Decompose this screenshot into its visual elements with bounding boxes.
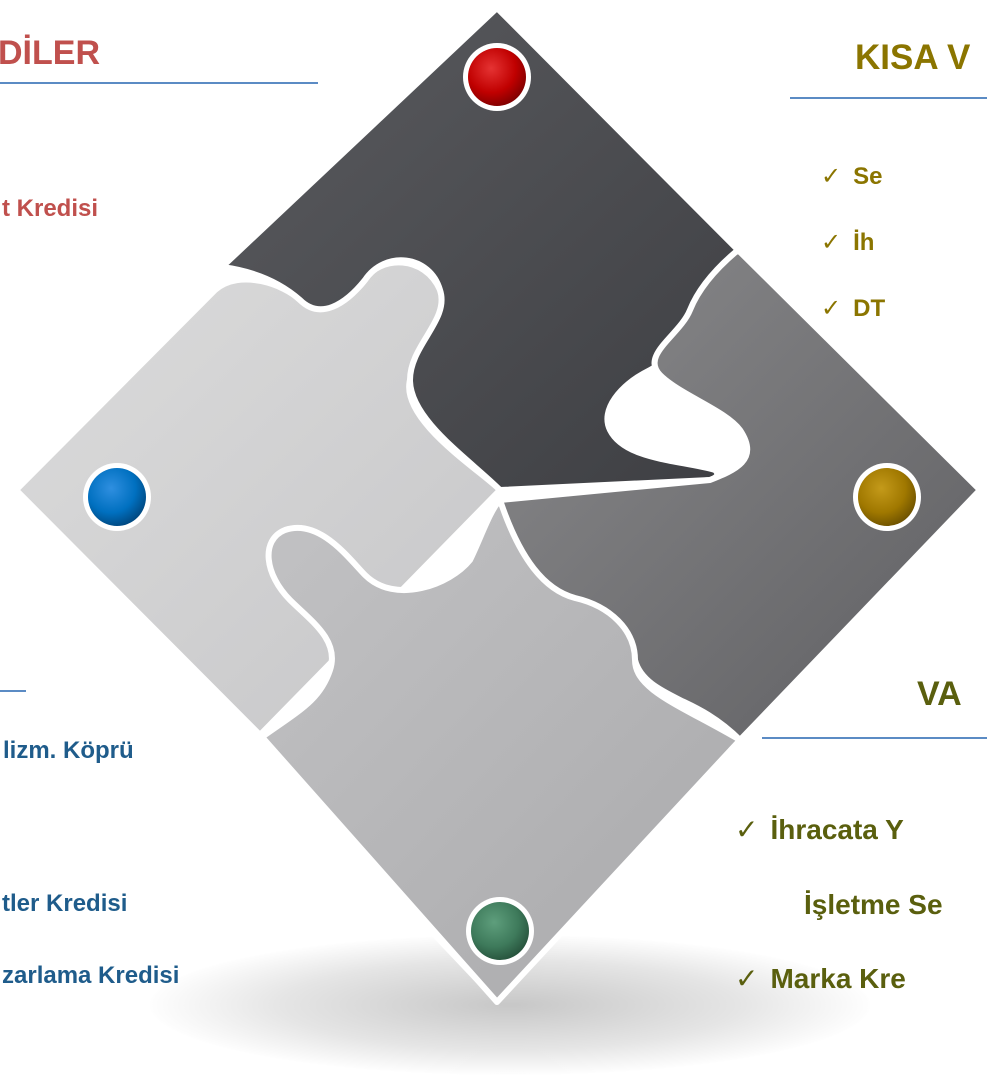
check-icon: ✓ <box>735 963 759 994</box>
bottom-right-item-1: ✓ İhracata Y <box>735 813 904 846</box>
top-right-item-1: ✓ Se <box>821 162 882 191</box>
check-icon: ✓ <box>821 163 842 190</box>
bottom-left-item-2: tler Kredisi <box>2 890 128 917</box>
bottom-left-item-3: zarlama Kredisi <box>2 962 180 989</box>
bottom-left-item-1: lizm. Köprü <box>3 737 134 764</box>
top-right-item-2: ✓ İh <box>821 228 874 257</box>
blue-dot <box>83 463 151 531</box>
gold-dot <box>853 463 921 531</box>
top-right-heading: KISA V <box>855 38 971 77</box>
check-icon: ✓ <box>821 229 842 256</box>
top-right-item-3-label: DT <box>853 295 886 322</box>
green-dot <box>466 897 534 965</box>
bottom-right-rule <box>762 737 987 739</box>
check-icon: ✓ <box>821 295 842 322</box>
top-left-heading: DİLER <box>0 34 100 72</box>
puzzle-graphic <box>16 8 980 1005</box>
top-right-item-1-label: Se <box>853 163 883 190</box>
top-left-rule <box>0 82 318 84</box>
bottom-right-item-2: İşletme Se <box>804 889 943 920</box>
bottom-right-item-1-label: İhracata Y <box>770 814 904 845</box>
top-left-item: t Kredisi <box>2 195 99 222</box>
bottom-right-item-3-label: Marka Kre <box>770 963 906 994</box>
check-icon: ✓ <box>735 814 759 845</box>
top-right-item-2-label: İh <box>853 229 875 256</box>
top-right-item-3: ✓ DT <box>821 294 885 323</box>
red-dot <box>463 43 531 111</box>
bottom-left-rule <box>0 690 26 692</box>
top-right-rule <box>790 97 987 99</box>
bottom-right-item-3: ✓ Marka Kre <box>735 962 906 995</box>
puzzle-piece-bottom <box>259 497 743 1005</box>
bottom-right-heading: VA <box>917 675 962 713</box>
